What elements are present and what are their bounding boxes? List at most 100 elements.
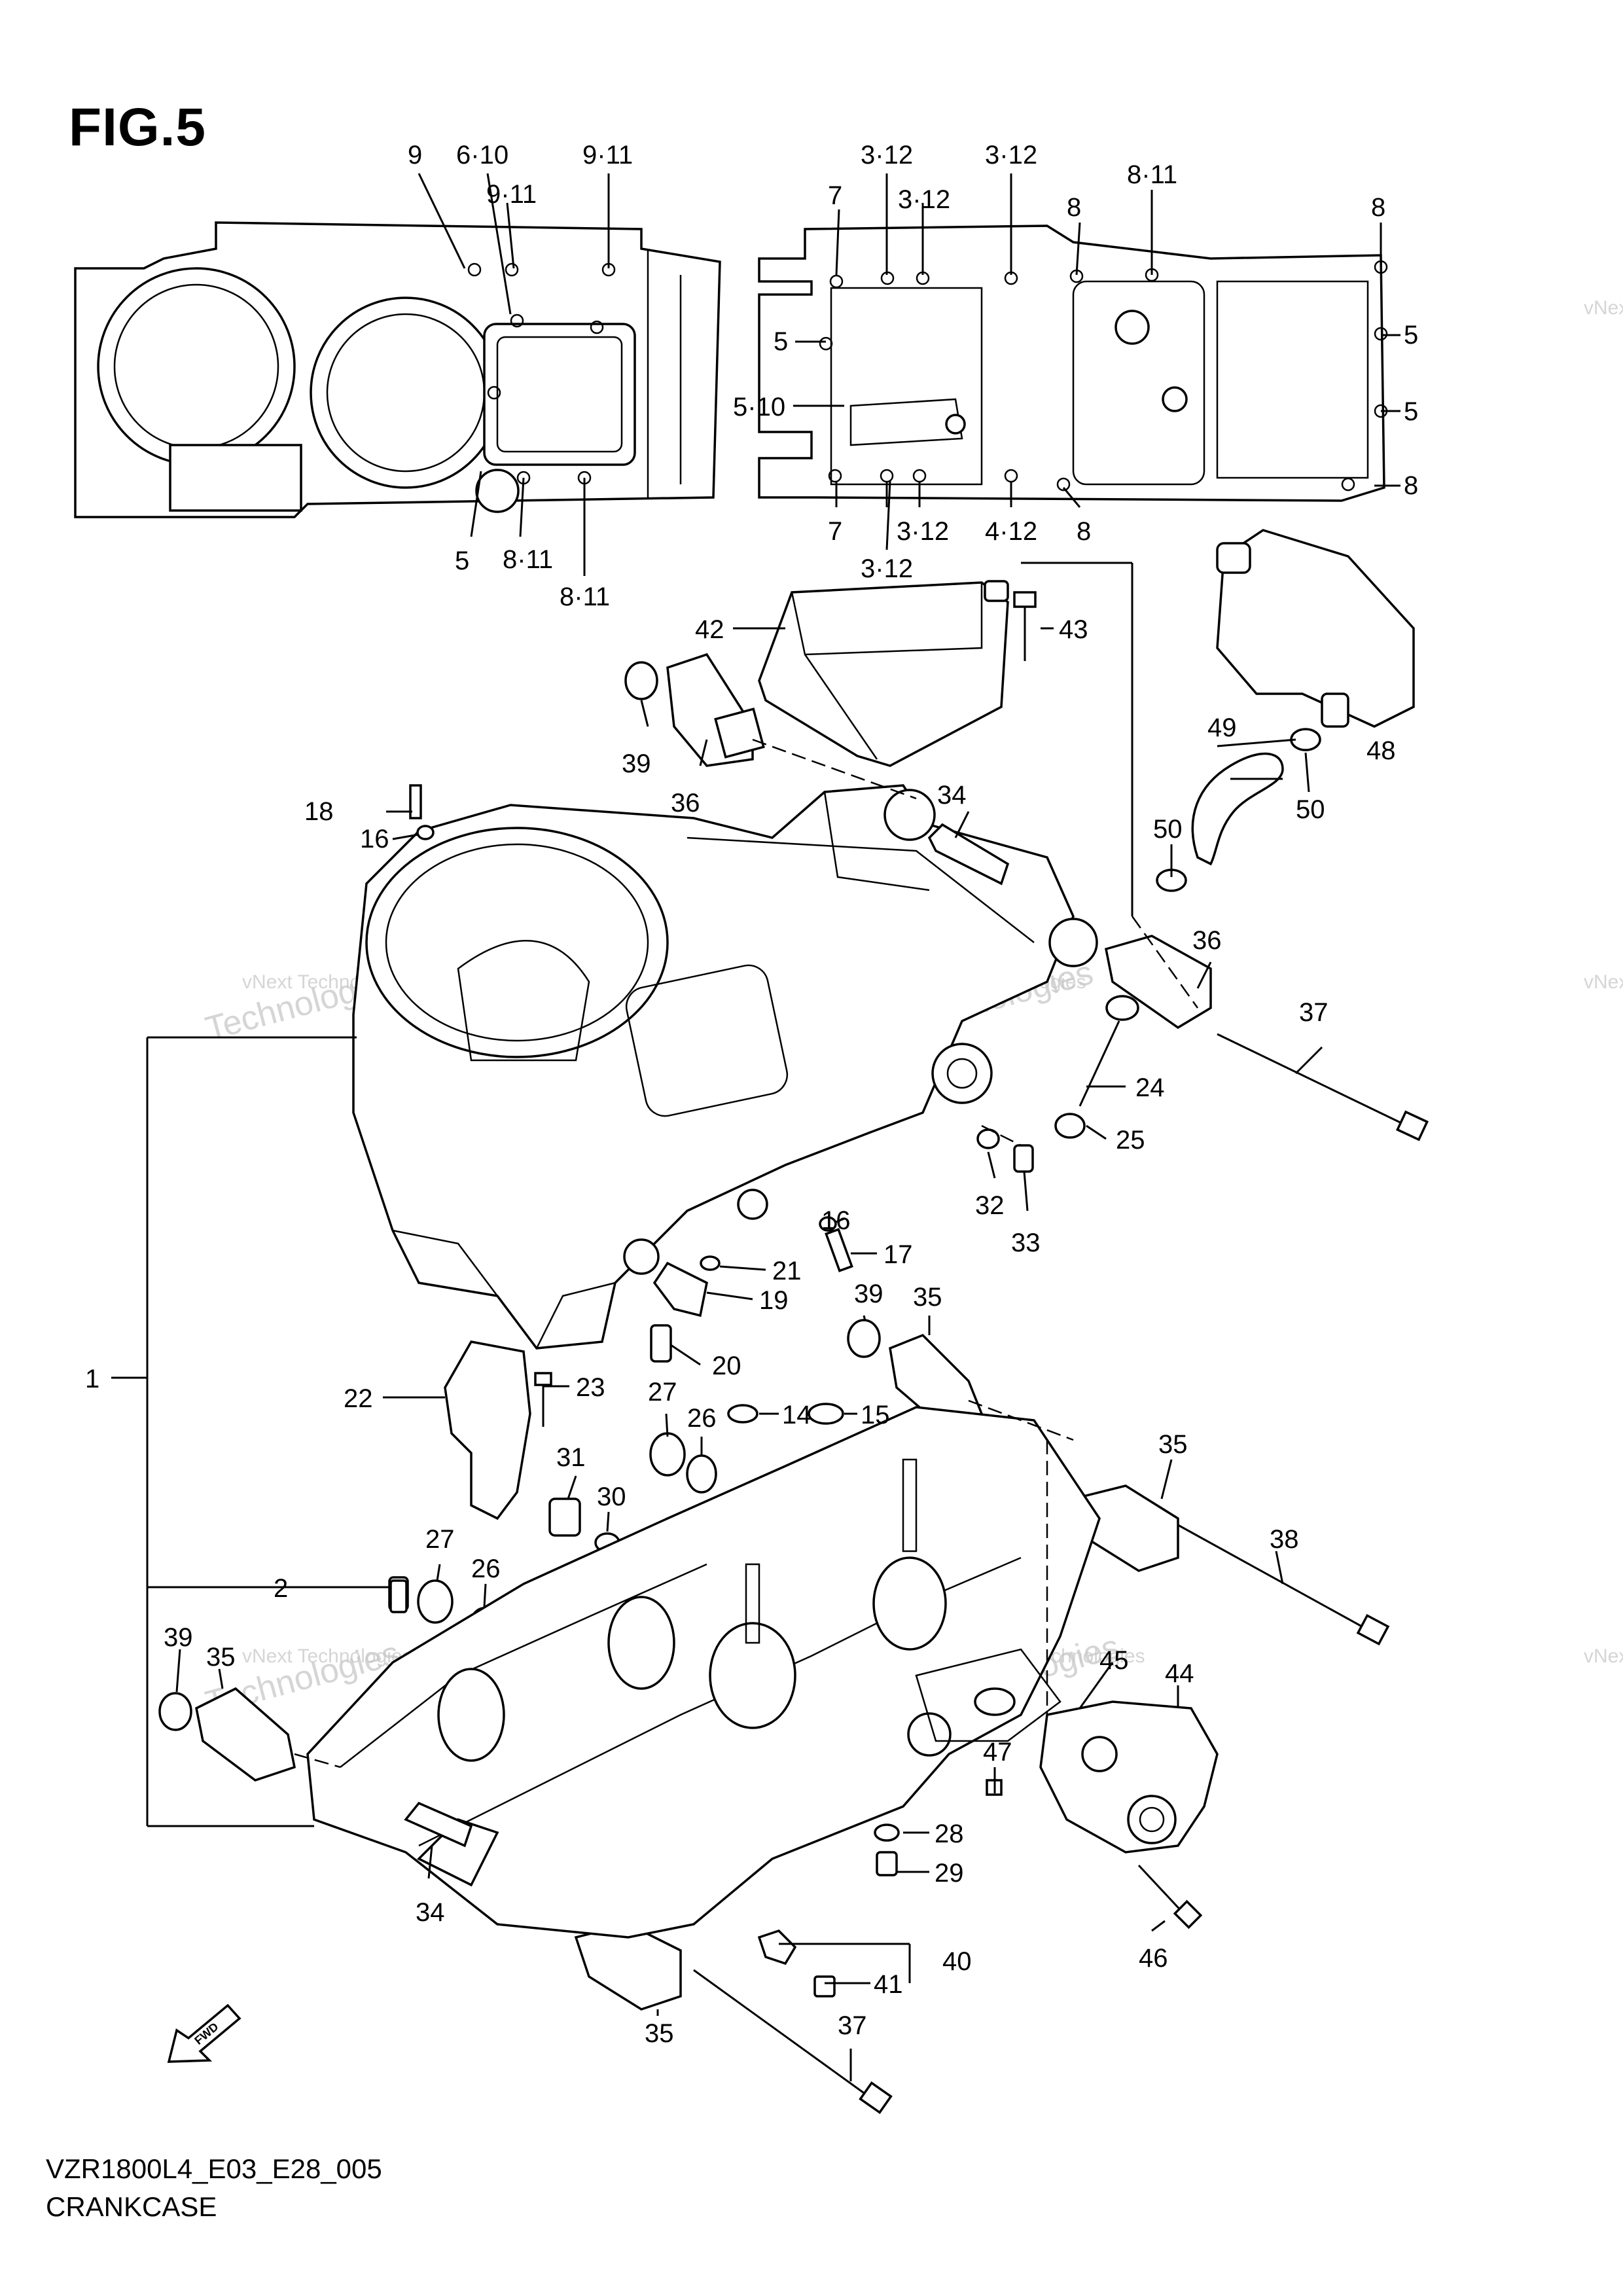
callout: 26 (687, 1404, 717, 1433)
callout: 3·12 (985, 141, 1037, 170)
callout: 1 (85, 1365, 99, 1393)
diagram-code: VZR1800L4_E03_E28_005 (46, 2153, 382, 2184)
callout: 41 (874, 1970, 903, 1999)
callout: 3·12 (897, 517, 949, 546)
callout: 3·12 (861, 141, 913, 170)
callout: 42 (695, 615, 724, 644)
callout: 39 (854, 1280, 883, 1308)
callout-labels: 9 6·10 9·11 9·11 5 8·11 8·11 3·12 3·12 3… (85, 141, 1418, 2048)
assembly-lines (294, 738, 1199, 1768)
callout: 8·11 (1127, 160, 1177, 189)
bracket-22 (444, 1340, 552, 1520)
diagram-name: CRANKCASE (46, 2191, 217, 2222)
callout: 43 (1059, 615, 1088, 644)
dowel-34-upper (927, 823, 1010, 886)
callout: 45 (1099, 1646, 1129, 1675)
callout: 8 (1067, 193, 1081, 222)
callout: 44 (1165, 1659, 1194, 1688)
callout: 21 (772, 1257, 802, 1285)
callout: 48 (1366, 736, 1396, 765)
callout: 7 (828, 181, 842, 210)
callout: 8 (1371, 193, 1385, 222)
callout: 23 (576, 1373, 605, 1402)
callout: 2 (274, 1574, 288, 1603)
callout: 31 (556, 1443, 586, 1472)
lower-crankcase (306, 1406, 1101, 1939)
callout: 22 (344, 1384, 373, 1413)
oil-filler-cap (1054, 995, 1139, 1139)
callout: 37 (838, 2011, 867, 2040)
hose-49 (1191, 752, 1284, 866)
breather-cover-48 (1216, 529, 1415, 728)
callout: 6·10 (456, 141, 508, 170)
callout: 36 (1192, 926, 1222, 955)
callout: 19 (759, 1286, 789, 1315)
callout: 8 (1404, 471, 1418, 500)
small-fittings-lower (757, 1823, 900, 1998)
callout: 8 (1077, 517, 1091, 546)
callout: 39 (622, 749, 651, 778)
lower-crankcase-bottom-view (758, 224, 1388, 502)
callout: 38 (1270, 1525, 1299, 1554)
callout: 34 (416, 1898, 445, 1927)
callout: 8·11 (503, 545, 553, 574)
callout: 3·12 (898, 185, 950, 214)
watermark-text: vNext Technologies (1584, 1645, 1623, 1667)
callout: 27 (425, 1525, 455, 1554)
callout: 28 (935, 1820, 964, 1848)
callout: 7 (828, 517, 842, 546)
watermark-text: vNext Technologies (1584, 971, 1623, 993)
callout: 16 (821, 1206, 851, 1235)
callout: 25 (1116, 1126, 1145, 1155)
callout: 40 (942, 1947, 972, 1976)
callout: 5 (455, 547, 469, 575)
callout: 46 (1139, 1944, 1168, 1973)
callout: 4·12 (985, 517, 1037, 546)
fwd-arrow-icon: FWD (167, 2003, 241, 2063)
callout: 17 (883, 1240, 913, 1269)
callout: 36 (671, 789, 700, 817)
callout: 32 (975, 1191, 1005, 1220)
breather-cover (758, 580, 1009, 767)
callout: 39 (164, 1623, 193, 1652)
callout: 49 (1207, 713, 1237, 742)
watermark-text: vNext Technologies (1584, 297, 1623, 319)
callout: 29 (935, 1859, 964, 1888)
callout: 24 (1135, 1073, 1165, 1102)
upper-crankcase (352, 784, 1098, 1350)
callout: 15 (861, 1401, 890, 1429)
callout: 3·12 (861, 554, 913, 583)
callout: 20 (712, 1352, 741, 1380)
callout: 35 (1158, 1430, 1188, 1459)
callout: 9·11 (486, 180, 537, 209)
oil-pump-cover (986, 1700, 1219, 1929)
leader-lines (111, 173, 1400, 2081)
callout: 26 (471, 1554, 501, 1583)
callout: 5 (1404, 321, 1418, 350)
dowels-lower (389, 1579, 473, 1848)
figure-title: FIG.5 (69, 98, 207, 157)
upper-crankcase-top-view (74, 221, 721, 518)
callout: 27 (648, 1378, 677, 1407)
callout: 5·10 (733, 393, 785, 422)
callout: 18 (304, 797, 334, 826)
long-bolts (693, 1033, 1429, 2115)
callout: 35 (645, 2019, 674, 2048)
callout: 35 (913, 1283, 942, 1312)
bearing-holders (158, 653, 1212, 2011)
small-fittings-upper (409, 784, 1034, 1363)
callout: 47 (983, 1738, 1012, 1767)
callout: 35 (206, 1643, 236, 1672)
callout: 8·11 (560, 583, 610, 611)
callout: 9·11 (582, 141, 633, 170)
callout: 34 (937, 781, 967, 810)
callout: 30 (597, 1482, 626, 1511)
callout: 37 (1299, 998, 1329, 1027)
callout: 50 (1153, 815, 1183, 844)
clamp-50 (1156, 728, 1321, 892)
watermark-text: vNext Technologies (242, 1645, 412, 1667)
callout: 33 (1011, 1229, 1041, 1257)
callout: 16 (360, 825, 389, 853)
bolt-43 (1013, 591, 1037, 661)
